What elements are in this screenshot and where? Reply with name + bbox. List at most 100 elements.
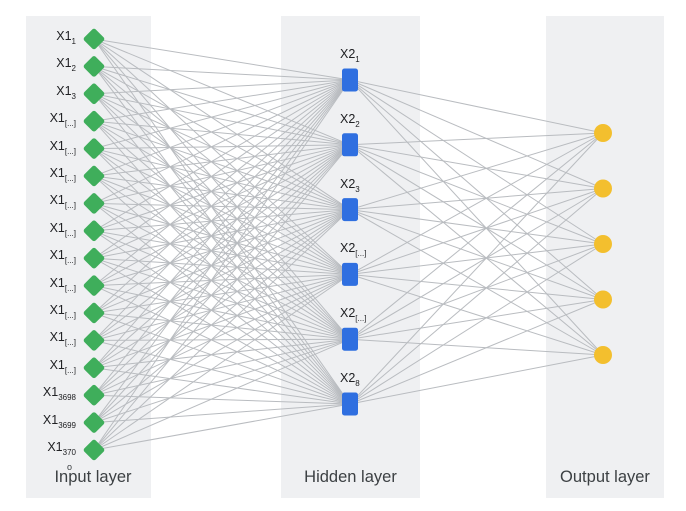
label-subscript: [...]	[355, 249, 367, 259]
edge-input-7-to-hidden-1	[93, 79, 351, 204]
edge-input-12-to-hidden-4	[93, 273, 351, 341]
hidden-node-label: X2[...]	[340, 242, 366, 258]
input-node-10	[83, 275, 105, 296]
label-subscript: 2	[71, 64, 76, 74]
label-subscript: 3698	[58, 393, 76, 403]
hidden-node-label: X22	[340, 113, 360, 129]
input-node-label: X1[...]	[50, 331, 76, 347]
label-subscript: 2	[355, 119, 360, 129]
input-node-14	[83, 384, 105, 406]
label-subscript: [...]	[64, 283, 76, 293]
edge-hidden-2-to-output-4	[349, 144, 604, 300]
edge-input-16-to-hidden-1	[93, 79, 351, 451]
label-base: X2	[340, 241, 356, 256]
edge-input-11-to-hidden-1	[93, 79, 351, 314]
edge-input-15-to-hidden-4	[93, 273, 351, 424]
hidden-node-2	[342, 133, 358, 157]
edge-input-11-to-hidden-3	[93, 209, 351, 314]
edge-input-3-to-hidden-6	[93, 93, 351, 405]
input-node-label: X1[...]	[50, 222, 76, 238]
input-node-2	[83, 56, 105, 77]
edge-input-10-to-hidden-6	[93, 285, 351, 405]
input-node-label: X1[...]	[50, 112, 76, 128]
label-base: X1	[56, 29, 72, 43]
label-base: X2	[340, 306, 356, 321]
label-subscript: [...]	[64, 146, 76, 156]
label-base: X1	[49, 166, 65, 180]
edge-input-2-to-hidden-6	[93, 66, 351, 405]
edge-hidden-6-to-output-1	[349, 132, 604, 405]
edge-input-16-to-hidden-3	[93, 209, 351, 451]
edge-input-11-to-hidden-6	[93, 312, 351, 405]
edge-input-1-to-hidden-5	[93, 38, 351, 340]
edge-input-8-to-hidden-1	[93, 79, 351, 232]
edge-input-5-to-hidden-2	[93, 144, 351, 150]
edge-input-12-to-hidden-5	[93, 338, 351, 341]
input-node-12	[83, 330, 105, 351]
edge-hidden-6-to-output-3	[349, 243, 604, 405]
edge-hidden-3-to-output-4	[349, 209, 604, 300]
edge-input-13-to-hidden-2	[93, 144, 351, 369]
label-base: X2	[340, 371, 356, 385]
label-base: X1	[49, 275, 65, 290]
edge-input-1-to-hidden-4	[93, 38, 351, 275]
edge-hidden-5-to-output-3	[349, 243, 604, 340]
edge-input-16-to-hidden-5	[93, 338, 351, 451]
label-subscript: [...]	[64, 174, 76, 183]
label-base: X1	[56, 83, 72, 98]
hidden-node-label: X2[...]	[340, 307, 366, 323]
edge-hidden-1-to-output-2	[349, 79, 604, 189]
label-base: X1	[49, 193, 65, 208]
edge-input-16-to-hidden-2	[93, 144, 351, 451]
edge-input-6-to-hidden-6	[93, 175, 351, 405]
edge-input-2-to-hidden-4	[93, 66, 351, 275]
input-node-label: X1[...]	[50, 304, 76, 320]
label-base: X1	[49, 248, 65, 263]
connections	[93, 38, 604, 451]
output-layer-panel	[546, 16, 664, 498]
hidden-node-label: X23	[340, 177, 360, 194]
output-node-5	[594, 346, 612, 364]
edge-input-5-to-hidden-3	[93, 148, 351, 211]
edge-input-14-to-hidden-6	[93, 394, 351, 405]
input-node-4	[83, 110, 105, 132]
edge-input-2-to-hidden-3	[93, 65, 351, 211]
edge-input-4-to-hidden-4	[93, 120, 351, 275]
hidden-node-label: X21	[340, 48, 360, 64]
label-base: X2	[340, 47, 356, 61]
edge-input-10-to-hidden-4	[93, 273, 351, 287]
input-node-label: X1[...]	[50, 359, 76, 375]
output-node-2	[594, 179, 612, 198]
edge-hidden-1-to-output-3	[349, 79, 604, 245]
input-node-label: X11	[56, 30, 76, 46]
label-subscript: [...]	[64, 201, 76, 211]
edge-input-4-to-hidden-3	[93, 120, 351, 211]
edge-input-6-to-hidden-5	[93, 175, 351, 340]
input-node-label: X13699	[43, 413, 76, 430]
edge-hidden-2-to-output-1	[349, 132, 604, 146]
output-node-3	[594, 235, 612, 253]
input-node-label: X1[...]	[50, 167, 76, 183]
edge-input-16-to-hidden-4	[93, 273, 351, 451]
edge-input-7-to-hidden-3	[93, 202, 351, 211]
edge-hidden-3-to-output-5	[349, 209, 604, 356]
hidden-node-label: X28	[340, 372, 360, 388]
edge-input-1-to-hidden-6	[93, 38, 351, 405]
edge-input-8-to-hidden-5	[93, 230, 351, 340]
edge-input-15-to-hidden-5	[93, 338, 351, 424]
edge-input-8-to-hidden-6	[93, 230, 351, 405]
edge-input-15-to-hidden-6	[93, 403, 351, 424]
edge-input-12-to-hidden-6	[93, 339, 351, 405]
edge-hidden-1-to-output-5	[349, 79, 604, 356]
label-base: X2	[340, 111, 356, 126]
edge-input-5-to-hidden-5	[93, 148, 351, 340]
stray-glyph: o	[67, 462, 73, 472]
edge-hidden-3-to-output-2	[349, 188, 604, 211]
edge-input-2-to-hidden-2	[93, 65, 351, 146]
output-layer-title: Output layer	[560, 468, 650, 486]
nodes	[83, 28, 612, 461]
edge-hidden-5-to-output-2	[349, 188, 604, 340]
label-subscript: 8	[355, 379, 360, 388]
edge-hidden-3-to-output-3	[349, 209, 604, 245]
